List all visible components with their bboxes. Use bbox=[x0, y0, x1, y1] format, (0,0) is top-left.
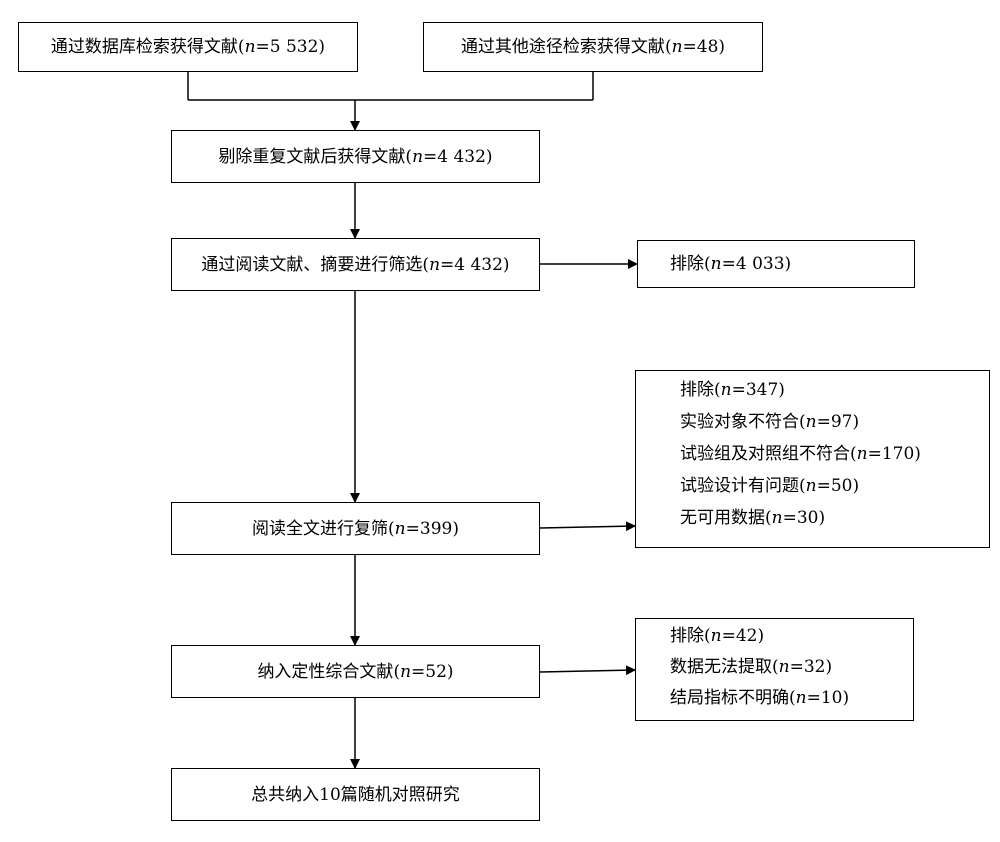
db-search-box: 通过数据库检索获得文献(n=5 532) bbox=[18, 22, 358, 72]
exclude-fulltext-line: 无可用数据(n=30) bbox=[680, 508, 826, 528]
exclude-qualitative-line: 排除(n=42) bbox=[670, 626, 765, 646]
screen-box: 通过阅读文献、摘要进行筛选(n=4 432) bbox=[171, 238, 540, 291]
final-box: 总共纳入10篇随机对照研究 bbox=[171, 768, 540, 821]
exclude-screen-text: 排除(n=4 033) bbox=[670, 254, 792, 274]
fulltext-text: 阅读全文进行复筛(n=399) bbox=[252, 518, 459, 539]
exclude-qualitative-box: 排除(n=42) 数据无法提取(n=32) 结局指标不明确(n=10) bbox=[635, 618, 914, 721]
exclude-fulltext-line: 排除(n=347) bbox=[680, 380, 785, 400]
dedup-text: 剔除重复文献后获得文献(n=4 432) bbox=[218, 146, 493, 167]
qualitative-box: 纳入定性综合文献(n=52) bbox=[171, 645, 540, 698]
exclude-fulltext-box: 排除(n=347) 实验对象不符合(n=97) 试验组及对照组不符合(n=170… bbox=[635, 370, 990, 548]
exclude-screen-box: 排除(n=4 033) bbox=[637, 240, 915, 288]
fulltext-box: 阅读全文进行复筛(n=399) bbox=[171, 502, 540, 555]
dedup-box: 剔除重复文献后获得文献(n=4 432) bbox=[171, 130, 540, 183]
arrow-to-exclude-fulltext bbox=[539, 521, 636, 532]
exclude-qualitative-line: 结局指标不明确(n=10) bbox=[670, 688, 850, 708]
final-text: 总共纳入10篇随机对照研究 bbox=[251, 784, 460, 805]
arrow-to-exclude-qualitative bbox=[539, 665, 636, 676]
exclude-fulltext-line: 试验组及对照组不符合(n=170) bbox=[680, 444, 921, 464]
exclude-qualitative-line: 数据无法提取(n=32) bbox=[670, 657, 833, 677]
other-search-box: 通过其他途径检索获得文献(n=48) bbox=[423, 22, 763, 72]
exclude-fulltext-line: 试验设计有问题(n=50) bbox=[680, 476, 860, 496]
qualitative-text: 纳入定性综合文献(n=52) bbox=[257, 661, 454, 682]
screen-text: 通过阅读文献、摘要进行筛选(n=4 432) bbox=[201, 254, 510, 275]
exclude-fulltext-line: 实验对象不符合(n=97) bbox=[680, 412, 860, 432]
db-search-text: 通过数据库检索获得文献(n=5 532) bbox=[50, 37, 326, 57]
other-search-text: 通过其他途径检索获得文献(n=48) bbox=[460, 37, 726, 57]
